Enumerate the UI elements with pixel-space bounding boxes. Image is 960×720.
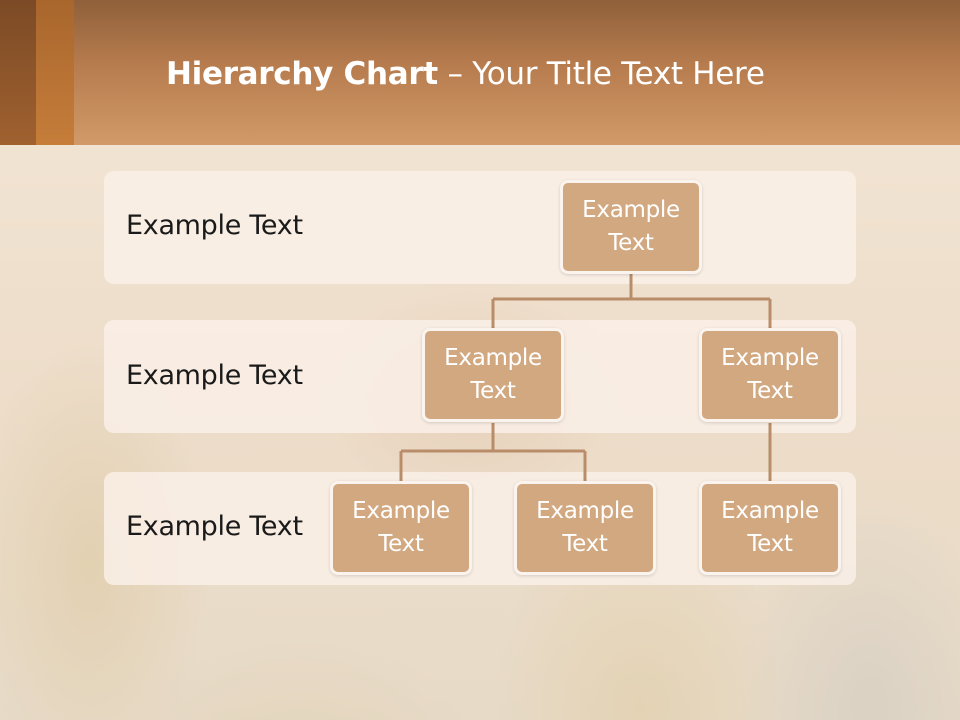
node-l3-b-line2: Text <box>562 531 608 557</box>
level-label-2[interactable]: Example Text <box>126 360 303 391</box>
connector-left-to-level3 <box>399 423 587 481</box>
level-label-1[interactable]: Example Text <box>126 210 303 241</box>
node-l2-right-line2: Text <box>747 378 793 404</box>
node-root-line2: Text <box>608 230 654 256</box>
slide-title[interactable]: Hierarchy Chart – Your Title Text Here <box>166 56 765 92</box>
title-banner: Hierarchy Chart – Your Title Text Here <box>0 0 960 145</box>
level-band-1 <box>104 171 856 284</box>
title-bold-text: Hierarchy Chart <box>166 56 438 92</box>
accent-bar-dark <box>0 0 36 145</box>
node-l3-a-line2: Text <box>378 531 424 557</box>
node-l2-left-line2: Text <box>470 378 516 404</box>
level-label-3[interactable]: Example Text <box>126 511 303 542</box>
title-rest-text: – Your Title Text Here <box>437 56 765 92</box>
node-l3-a-line1: Example <box>352 498 450 524</box>
connector-root-to-level2 <box>491 274 772 329</box>
node-l2-right-line1: Example <box>721 345 819 371</box>
node-l3-c-line2: Text <box>747 531 793 557</box>
accent-bar-light <box>36 0 74 145</box>
node-l2-left-line1: Example <box>444 345 542 371</box>
node-l3-b-line1: Example <box>536 498 634 524</box>
node-l3-c-line1: Example <box>721 498 819 524</box>
node-root-line1: Example <box>582 197 680 223</box>
